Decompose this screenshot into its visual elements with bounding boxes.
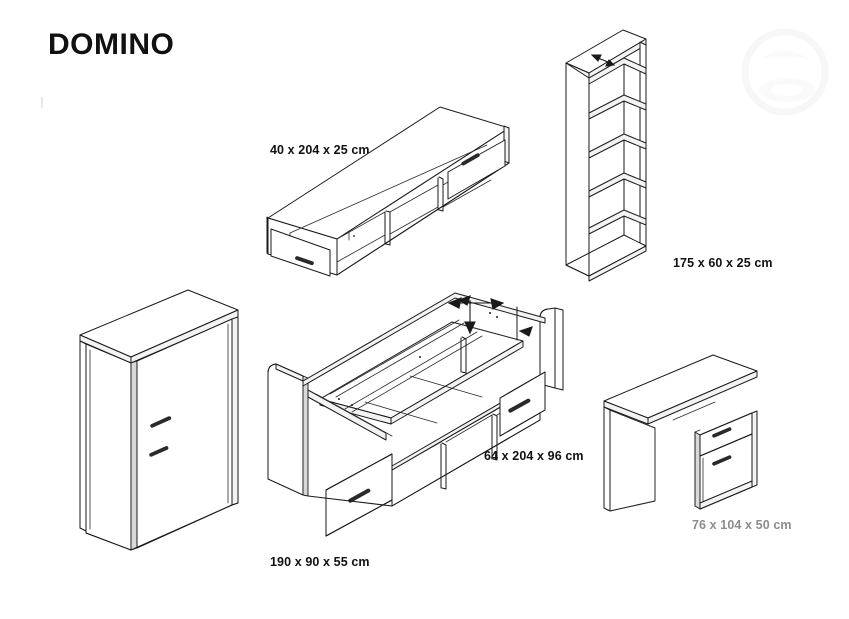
product-wardrobe: [79, 289, 239, 551]
dimension-label-bed: 64 x 204 x 96 cm: [484, 449, 584, 463]
desk-door-handle: [712, 455, 732, 466]
desk-drawer-handle: [712, 427, 732, 438]
product-wall-unit: [266, 106, 510, 277]
bed-drawer-handle-left: [348, 488, 371, 503]
wardrobe-handle-right: [150, 416, 172, 428]
dimension-label-wardrobe: 190 x 90 x 55 cm: [270, 555, 370, 569]
product-bed: [267, 292, 564, 537]
depth-arrow-icon: [590, 54, 616, 67]
page-title: DOMINO: [48, 28, 175, 61]
dimension-label-bookshelf: 175 x 60 x 25 cm: [673, 256, 773, 270]
product-desk: [603, 354, 758, 512]
watermark: [741, 28, 829, 116]
assembly-arrow-icon: [447, 297, 505, 335]
dimension-label-wall-unit: 40 x 204 x 25 cm: [270, 143, 370, 157]
bed-drawer-handle-right: [508, 398, 531, 413]
assembly-arrow-small-icon: [518, 326, 533, 337]
dimension-label-desk: 76 x 104 x 50 cm: [692, 518, 792, 532]
assembly-arrow-top-icon: [457, 295, 471, 306]
wardrobe-handle-left: [149, 446, 169, 457]
product-bookshelf: [565, 29, 647, 282]
